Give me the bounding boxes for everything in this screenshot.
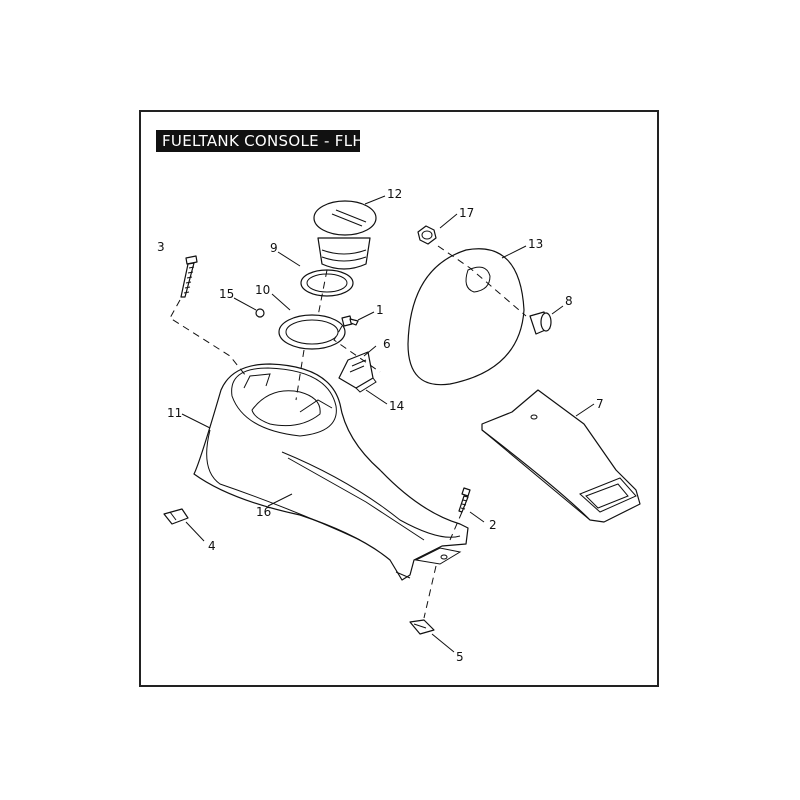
part-1-screw (341, 315, 359, 327)
callout-7: 7 (596, 397, 604, 411)
assembly-dash-lines (169, 245, 527, 619)
callout-15: 15 (219, 287, 234, 301)
part-10-gasket (278, 314, 346, 350)
part-7-pad (481, 389, 641, 523)
part-12-fuel-cap (313, 200, 377, 270)
callout-17: 17 (459, 206, 474, 220)
part-4-clip (163, 508, 189, 525)
callout-9: 9 (270, 241, 278, 255)
callout-11: 11 (167, 406, 182, 420)
callout-2: 2 (489, 518, 497, 532)
callout-3: 3 (157, 240, 165, 254)
part-13-cover-panel (407, 248, 525, 386)
callout-14: 14 (389, 399, 404, 413)
part-17-nut (417, 225, 437, 245)
part-2-screw (458, 487, 471, 513)
part-9-seal-ring (300, 269, 354, 297)
callout-8: 8 (565, 294, 573, 308)
callout-10: 10 (255, 283, 270, 297)
part-15-plug (255, 308, 265, 318)
part-6-14-bracket (338, 351, 377, 393)
part-3-screw (180, 255, 198, 298)
part-5-clip (409, 619, 435, 635)
part-8-grommet (529, 311, 552, 335)
callout-5: 5 (456, 650, 464, 664)
callout-1: 1 (376, 303, 384, 317)
callout-12: 12 (387, 187, 402, 201)
callout-4: 4 (208, 539, 216, 553)
diagram-title: FUELTANK CONSOLE - FLHT (156, 130, 360, 152)
callout-13: 13 (528, 237, 543, 251)
part-11-16-console (193, 363, 469, 581)
callout-16: 16 (256, 505, 271, 519)
callout-6: 6 (383, 337, 391, 351)
callout-leader-lines (181, 195, 595, 653)
